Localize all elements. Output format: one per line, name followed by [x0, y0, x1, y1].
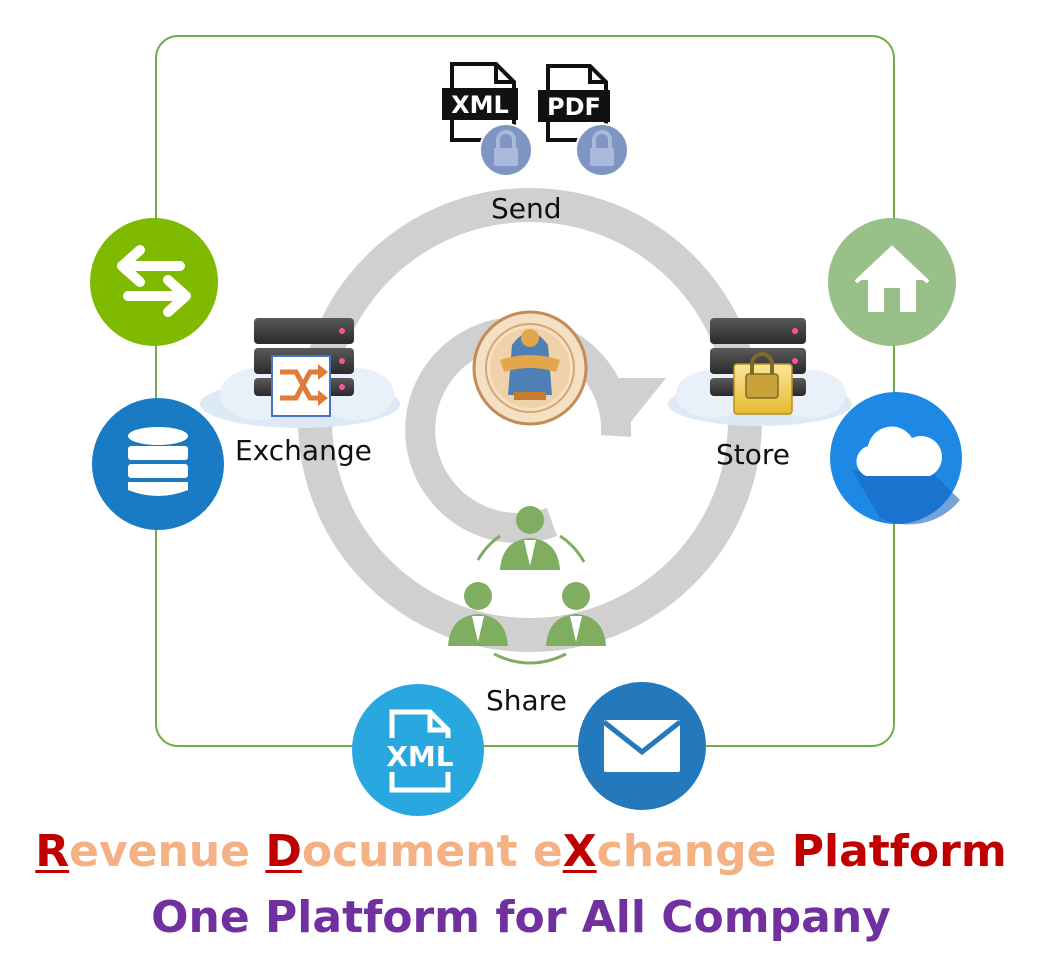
title-initial-d: D [265, 826, 302, 877]
title-initial-r: R [35, 826, 70, 877]
revenue-seal-logo [472, 310, 588, 426]
title-word-platform: Platform [791, 826, 1007, 877]
xml-file-icon: XML [352, 684, 484, 816]
database-icon [92, 398, 224, 530]
platform-title: Revenue Document eXchange Platform [0, 826, 1042, 877]
title-word-document: ocument [301, 826, 533, 877]
share-label: Share [486, 684, 567, 717]
exchange-server-icon [200, 318, 400, 428]
svg-text:XML: XML [451, 91, 509, 119]
exchange-arrows-icon [90, 218, 218, 346]
xml-lock-file-icon: XML [442, 62, 533, 177]
title-letter-e: e [532, 826, 563, 877]
platform-subtitle: One Platform for All Company [151, 892, 891, 943]
title-word-exchange: change [596, 826, 792, 877]
cloud-icon [830, 392, 962, 525]
pdf-lock-file-icon: PDF [538, 64, 629, 177]
svg-text:PDF: PDF [547, 93, 601, 121]
title-word-revenue: evenue [69, 826, 266, 877]
exchange-label: Exchange [235, 434, 372, 467]
svg-text:XML: XML [386, 740, 453, 773]
home-icon [828, 218, 956, 346]
title-initial-x: X [562, 826, 597, 877]
email-icon [578, 682, 706, 810]
store-label: Store [716, 438, 791, 471]
send-label: Send [491, 192, 562, 225]
inner-cycle-arrow [405, 317, 666, 544]
store-server-icon [668, 318, 852, 426]
frame-border [155, 35, 895, 747]
share-people-icon [448, 506, 606, 665]
